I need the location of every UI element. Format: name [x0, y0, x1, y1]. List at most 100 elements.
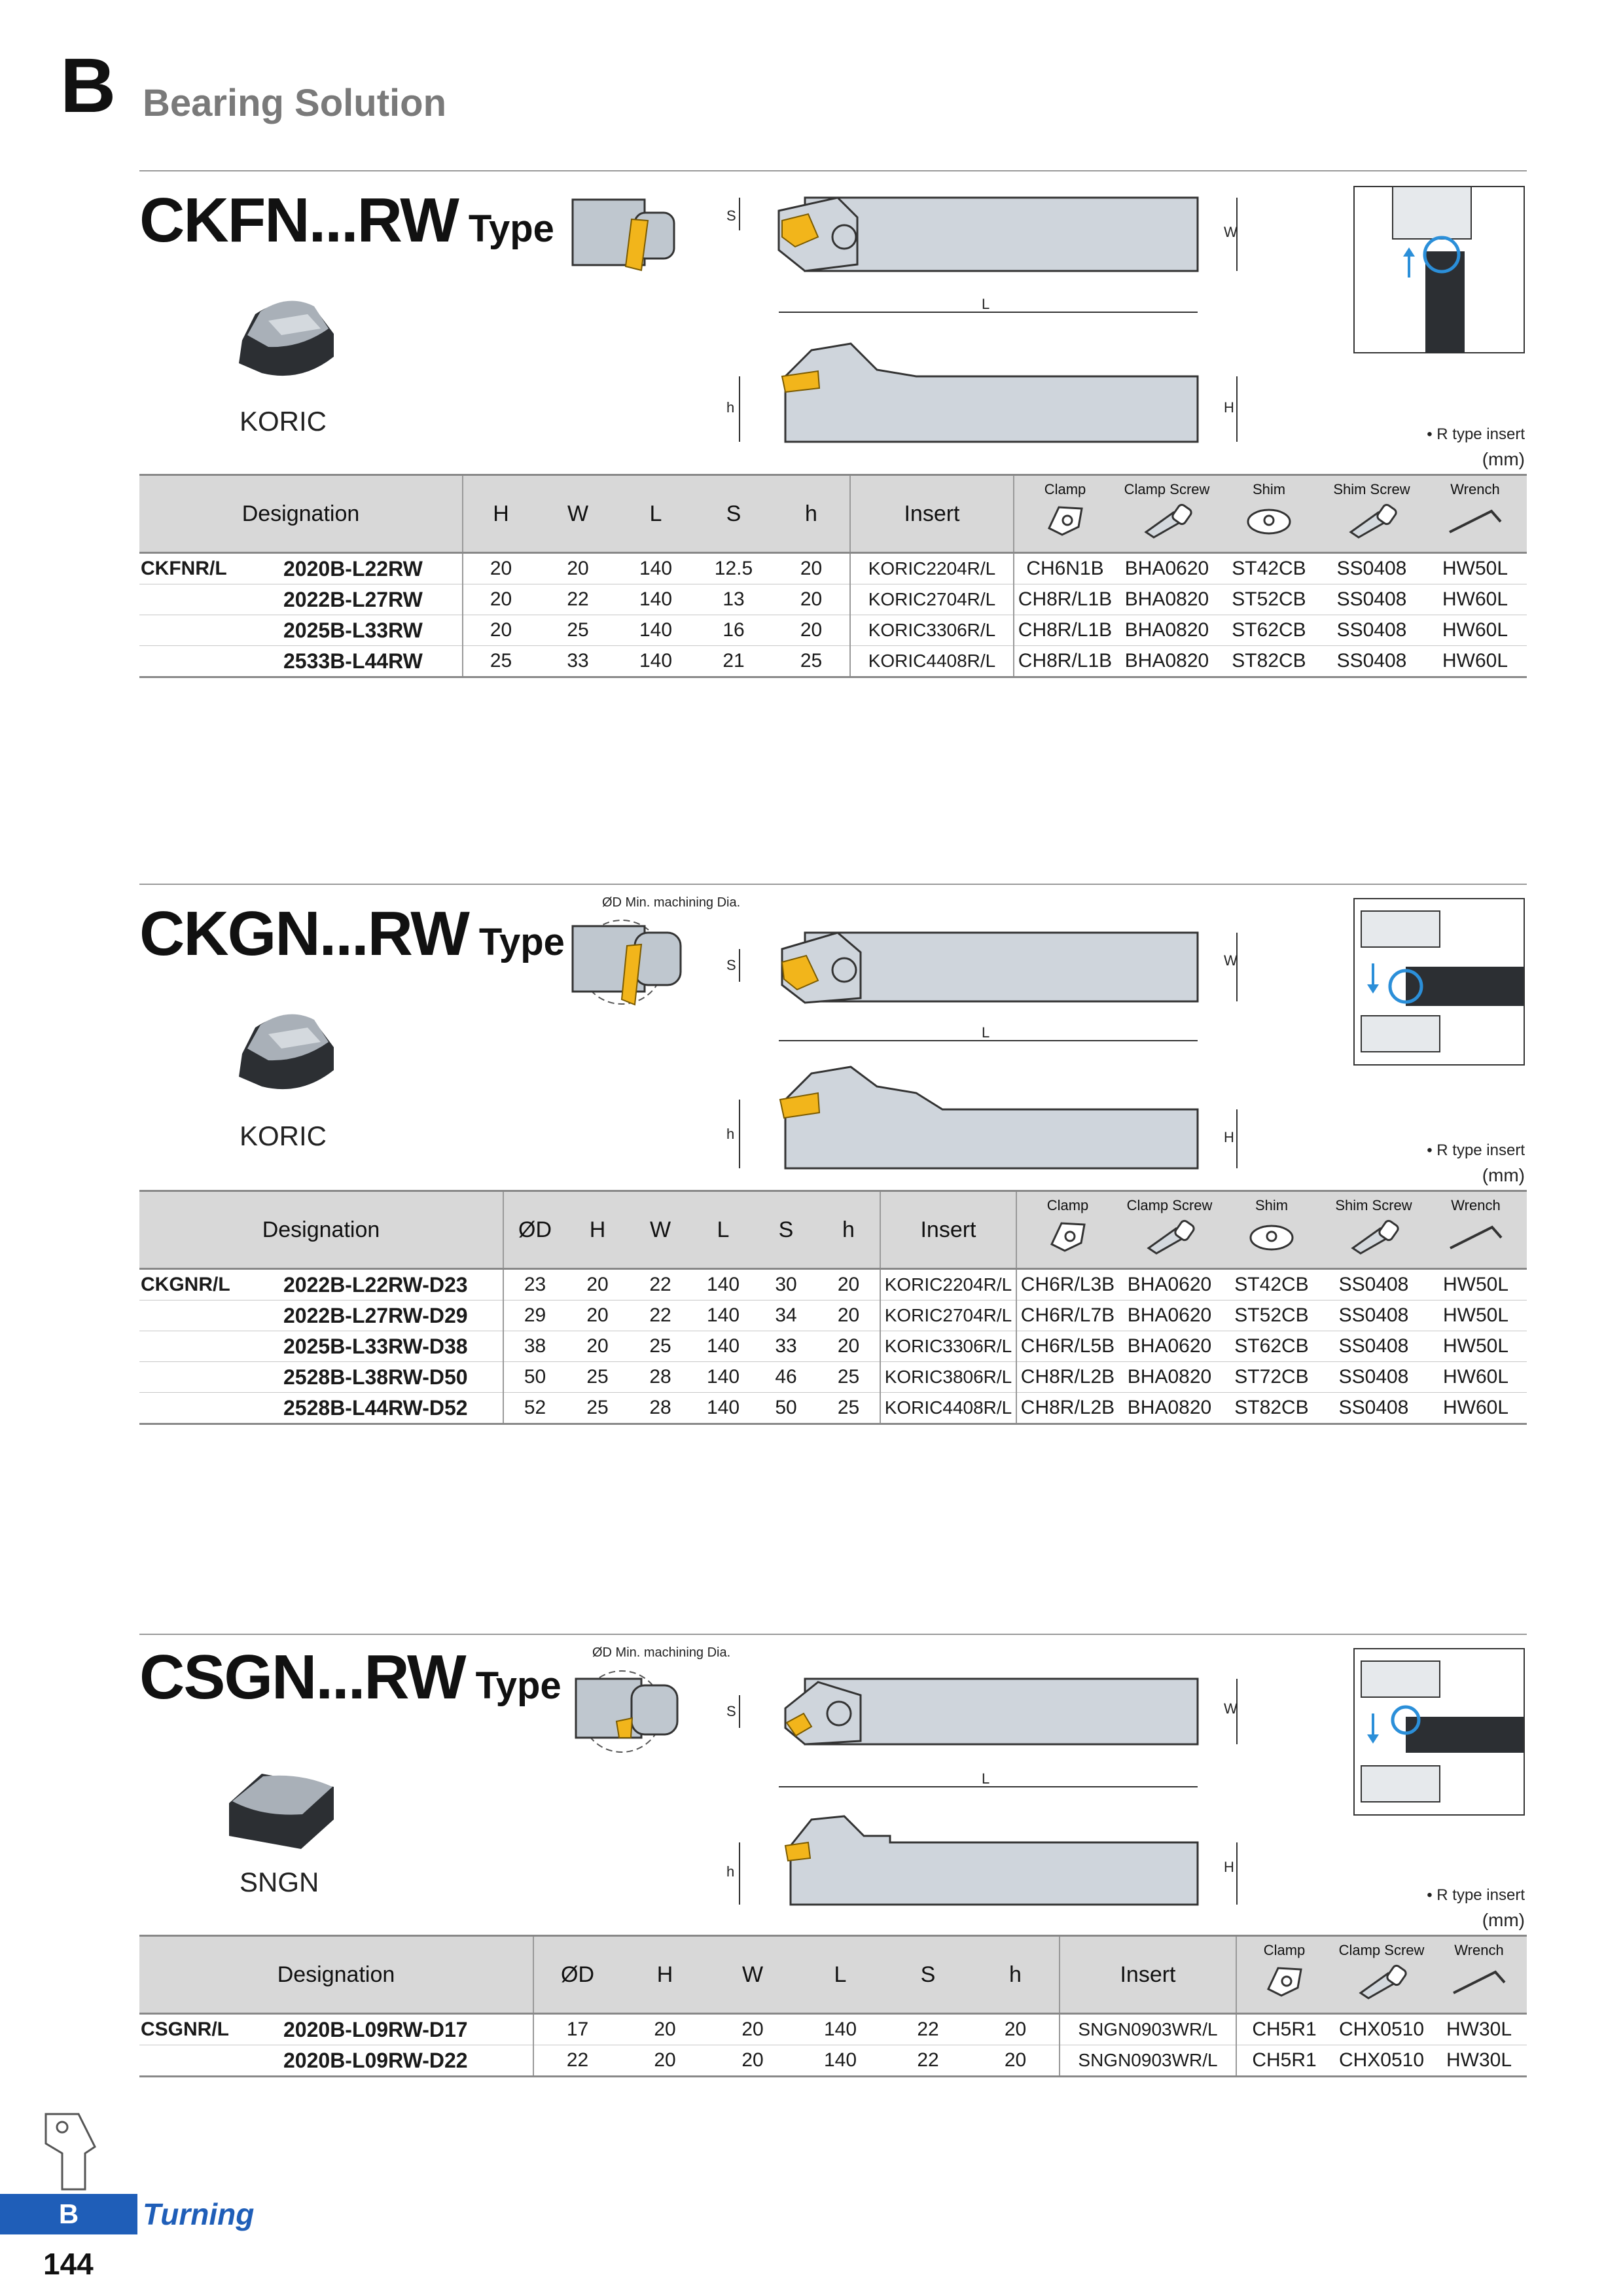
type-title-main: CKGN...RW: [139, 899, 470, 969]
tool-side-view-drawing: h H: [726, 1066, 1238, 1170]
shim-screw-icon: [1349, 503, 1397, 539]
col-wrench: Wrench: [1425, 1190, 1527, 1270]
dim-l-label: L: [982, 1024, 990, 1041]
application-sketch: [1353, 898, 1525, 1066]
wrench-icon: [1449, 509, 1502, 533]
col-h-big: H: [566, 1190, 629, 1270]
r-type-note: • R type insert: [1427, 1141, 1525, 1159]
series-code: CSGNR/L: [139, 2013, 278, 2045]
col-h-small: h: [972, 1935, 1060, 2015]
tool-thumbnail-icon: [575, 1670, 679, 1753]
application-sketch: [1353, 186, 1525, 353]
section-divider: [139, 1634, 1527, 1635]
col-designation: Designation: [139, 474, 463, 554]
shim-icon: [1247, 509, 1291, 535]
col-h-big: H: [621, 1935, 709, 2015]
col-w: W: [709, 1935, 796, 2015]
clamp-icon: [1047, 506, 1083, 536]
col-insert: Insert: [1060, 1935, 1237, 2015]
unit-label: (mm): [1482, 449, 1525, 469]
clamp-screw-icon: [1144, 503, 1192, 539]
tool-side-view-drawing: h H: [726, 342, 1238, 443]
spec-table-ckgn: Designation ØD H W L S h Insert Clamp Cl…: [139, 1190, 1527, 1425]
type-title-suffix: Type: [478, 921, 565, 963]
col-designation: Designation: [139, 1935, 534, 2015]
col-l: L: [617, 474, 694, 554]
dim-h-small-label: h: [726, 1126, 734, 1142]
r-type-note: • R type insert: [1427, 1886, 1525, 1904]
clamp-screw-icon: [1147, 1219, 1195, 1255]
col-s: S: [755, 1190, 817, 1270]
dim-w-label: W: [1224, 1700, 1238, 1717]
tool-thumbnail-icon: [571, 198, 675, 272]
turning-tool-icon: [45, 2113, 96, 2191]
chapter-tab[interactable]: B: [0, 2194, 137, 2234]
type-title-suffix: Type: [475, 1664, 562, 1707]
chapter-category: Turning: [143, 2197, 255, 2231]
wrench-icon: [1453, 1970, 1506, 1994]
min-dia-label: ØD Min. machining Dia.: [592, 1645, 731, 1660]
col-s: S: [694, 474, 773, 554]
col-d: ØD: [533, 1935, 621, 2015]
col-shim-screw: Shim Screw: [1323, 1190, 1425, 1270]
col-insert: Insert: [880, 1190, 1017, 1270]
section-divider: [139, 170, 1527, 171]
col-clamp: Clamp: [1016, 1190, 1118, 1270]
clamp-icon: [1266, 1967, 1302, 1997]
dim-h-small-label: h: [726, 399, 734, 416]
clamp-icon: [1050, 1222, 1086, 1252]
dim-s-label: S: [726, 1703, 736, 1719]
col-clamp-screw: Clamp Screw: [1116, 474, 1218, 554]
tool-side-view-drawing: h H: [726, 1815, 1238, 1906]
dim-h-big-label: H: [1224, 1129, 1234, 1145]
series-code: CKGNR/L: [139, 1268, 278, 1300]
col-clamp: Clamp: [1236, 1935, 1332, 2015]
col-designation: Designation: [139, 1190, 504, 1270]
dim-w-label: W: [1224, 952, 1238, 969]
type-title-main: CKFN...RW: [139, 185, 459, 255]
dim-h-big-label: H: [1224, 399, 1234, 416]
dim-l-label: L: [982, 1770, 990, 1787]
dim-s-label: S: [726, 957, 736, 973]
koric-insert-icon: [239, 300, 334, 376]
section-letter: B: [60, 43, 116, 129]
shim-screw-icon: [1351, 1219, 1399, 1255]
col-wrench: Wrench: [1431, 1935, 1527, 2015]
clamp-screw-icon: [1359, 1964, 1407, 2000]
col-clamp-screw: Clamp Screw: [1332, 1935, 1431, 2015]
tool-thumbnail-icon: [571, 920, 682, 1006]
col-w: W: [629, 1190, 692, 1270]
col-s: S: [884, 1935, 972, 2015]
dim-h-small-label: h: [726, 1863, 734, 1880]
dim-l-label: L: [982, 296, 990, 312]
tool-top-view-drawing: S W L: [726, 1677, 1238, 1787]
min-dia-label: ØD Min. machining Dia.: [602, 895, 741, 910]
dim-h-big-label: H: [1224, 1859, 1234, 1875]
unit-label: (mm): [1482, 1910, 1525, 1930]
application-sketch: [1353, 1648, 1525, 1816]
series-code: CKFNR/L: [139, 552, 278, 584]
col-d: ØD: [503, 1190, 566, 1270]
col-h-big: H: [463, 474, 539, 554]
col-shim-screw: Shim Screw: [1320, 474, 1423, 554]
insert-shape-label: KORIC: [240, 1121, 327, 1151]
col-l: L: [796, 1935, 884, 2015]
tool-top-view-drawing: S W L: [726, 931, 1238, 1041]
spec-table-ckfn: Designation H W L S h Insert Clamp Clamp…: [139, 474, 1527, 678]
col-clamp-screw: Clamp Screw: [1118, 1190, 1221, 1270]
dim-w-label: W: [1224, 224, 1238, 240]
shim-icon: [1249, 1225, 1294, 1251]
dim-s-label: S: [726, 207, 736, 224]
type-title-suffix: Type: [468, 207, 554, 250]
chapter-title: Bearing Solution: [143, 82, 446, 124]
spec-table-csgn: Designation ØD H W L S h Insert Clamp Cl…: [139, 1935, 1527, 2077]
